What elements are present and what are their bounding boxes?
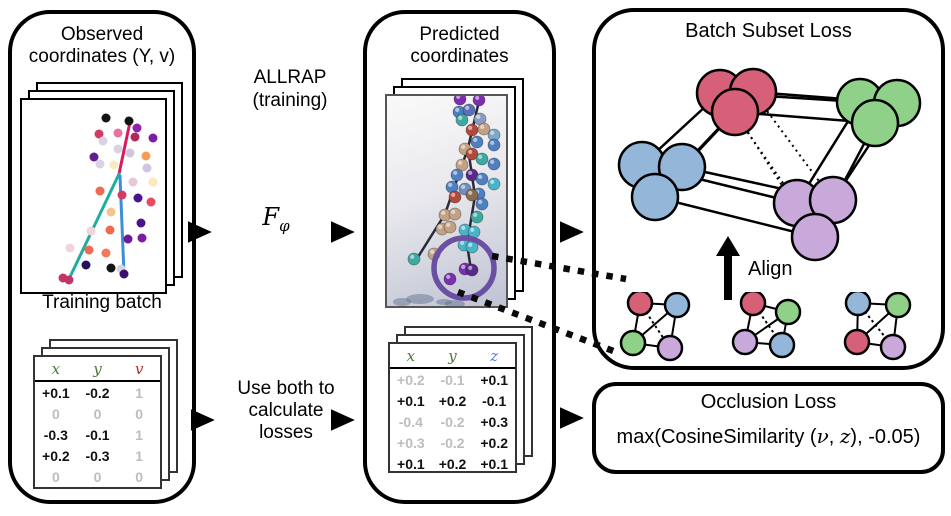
- predicted-pose-render: [393, 96, 501, 306]
- table-header-cell: z: [490, 346, 499, 365]
- table-row: +0.1 -0.2 1: [35, 382, 160, 403]
- table-cell: -0.2: [85, 384, 110, 401]
- mini-graph-2: [731, 292, 802, 359]
- model-label-line2: (training): [252, 90, 328, 111]
- observed-table: x y v +0.1 -0.2 1 0 0 0 -0.3 -0.1 1 +0.2 -0.3 1 0 0 0: [33, 355, 162, 489]
- model-label-line1: ALLRAP: [253, 67, 327, 88]
- table-cell: +0.2: [42, 447, 70, 464]
- table-cell: 0: [51, 405, 60, 422]
- table-row: -0.3 -0.1 1: [35, 424, 160, 445]
- table-cell: 0: [51, 468, 60, 485]
- observed-title-line2: coordinates (Y, v): [28, 46, 176, 67]
- table-cell: 1: [135, 384, 144, 401]
- table-header-cell: x: [406, 346, 416, 365]
- table-cell: -0.2: [440, 434, 465, 451]
- batch-cluster-graph: [617, 67, 922, 300]
- training-batch-caption: Training batch: [42, 292, 162, 313]
- table-cell: -0.1: [482, 392, 507, 409]
- mini-graph-1: [619, 292, 691, 362]
- occlusion-loss-title: Occlusion Loss: [700, 391, 837, 413]
- table-cell: +0.1: [480, 455, 508, 472]
- table-cell: -0.3: [85, 447, 110, 464]
- predicted-title: Predicted coordinates: [367, 24, 552, 68]
- nu-symbol: ν: [816, 424, 829, 448]
- use-both-label: Use both to calculate losses: [237, 378, 335, 443]
- table-row: -0.4 -0.2 +0.3: [390, 411, 515, 432]
- table-cell: 0: [93, 405, 102, 422]
- table-header-row: x y z: [390, 344, 515, 369]
- table-row: +0.2 -0.1 +0.1: [390, 369, 515, 390]
- table-cell: 1: [135, 447, 144, 464]
- table-cell: +0.2: [438, 392, 467, 409]
- table-row: 0 0 0: [35, 466, 160, 487]
- table-cell: -0.2: [440, 413, 465, 430]
- predicted-render-page: [385, 94, 508, 308]
- observed-scatter-page: [20, 98, 167, 294]
- observed-title: Observed coordinates (Y, v): [12, 24, 192, 68]
- table-header-cell: y: [448, 346, 457, 365]
- observed-scatter-plot: [58, 113, 158, 285]
- predicted-title-line2: coordinates: [410, 46, 509, 67]
- align-label: Align: [748, 258, 793, 280]
- table-header-cell: v: [134, 359, 144, 378]
- table-cell: -0.1: [85, 426, 110, 443]
- network-layer-bar-1: [218, 143, 254, 303]
- table-cell: 0: [93, 468, 102, 485]
- z-symbol: z: [839, 424, 851, 448]
- mini-graph-3: [843, 292, 912, 361]
- batch-subset-loss-title: Batch Subset Loss: [685, 20, 852, 42]
- network-layer-bar-3: [298, 143, 334, 303]
- table-header-cell: x: [51, 359, 61, 378]
- table-cell: 0: [135, 468, 144, 485]
- occlusion-loss-formula: max(CosineSimilarity (ν, z), -0.05): [616, 424, 921, 448]
- table-cell: +0.2: [438, 455, 467, 472]
- observed-title-line1: Observed: [60, 24, 144, 45]
- table-cell: -0.4: [398, 413, 423, 430]
- table-cell: +0.2: [397, 371, 425, 388]
- table-cell: +0.1: [397, 392, 425, 409]
- predicted-title-line1: Predicted: [419, 24, 500, 45]
- table-row: +0.1 +0.2 -0.1: [390, 390, 515, 411]
- table-cell: -0.3: [43, 426, 68, 443]
- table-header-cell: y: [93, 359, 102, 378]
- table-cell: +0.1: [42, 384, 70, 401]
- table-cell: +0.3: [480, 413, 508, 430]
- table-cell: +0.3: [397, 434, 425, 451]
- table-row: +0.3 -0.2 +0.2: [390, 432, 515, 453]
- table-row: +0.2 -0.3 1: [35, 445, 160, 466]
- model-label: ALLRAP (training): [210, 66, 370, 112]
- occlusion-loss-panel: [592, 382, 945, 474]
- table-cell: 1: [135, 426, 144, 443]
- table-cell: 0: [135, 405, 144, 422]
- table-cell: +0.1: [480, 371, 508, 388]
- table-row: 0 0 0: [35, 403, 160, 424]
- table-cell: +0.1: [397, 455, 425, 472]
- model-symbol: Fφ: [262, 203, 290, 235]
- table-cell: -0.1: [440, 371, 465, 388]
- table-row: +0.1 +0.2 +0.1: [390, 453, 515, 474]
- table-cell: +0.2: [480, 434, 508, 451]
